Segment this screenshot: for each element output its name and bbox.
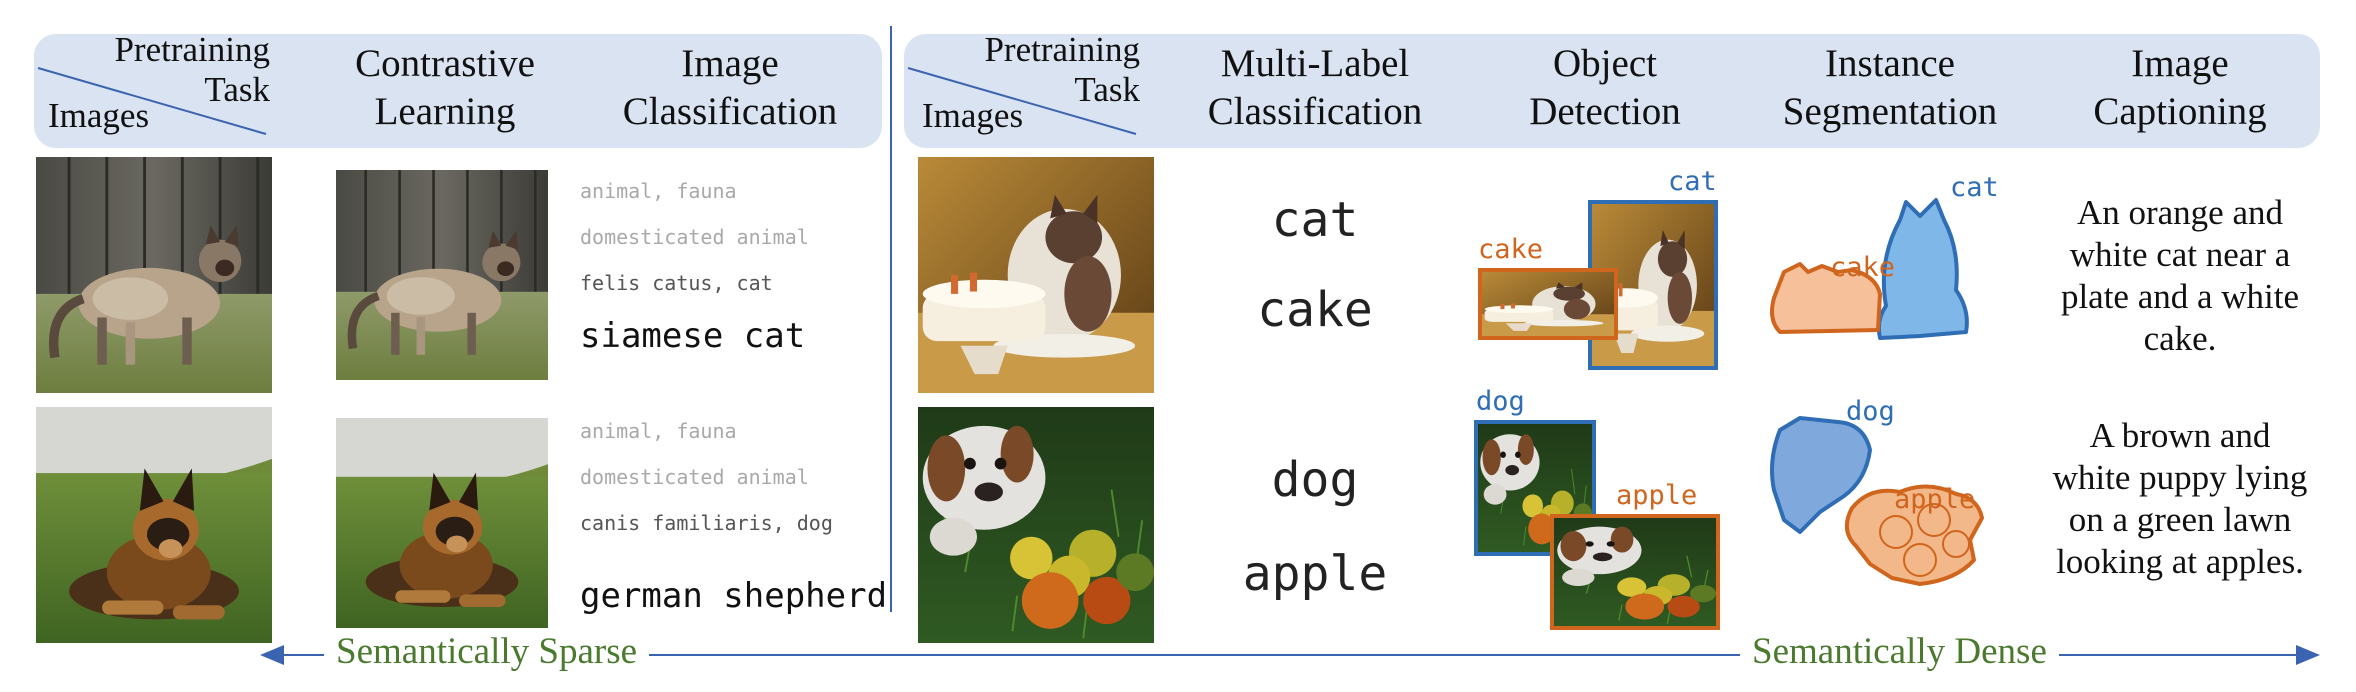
col-header-contrastive: Contrastive Learning xyxy=(355,42,535,133)
dog-hierarchy-level-1: animal, fauna xyxy=(580,419,737,443)
segmentation-apple-label: apple xyxy=(1894,484,1976,515)
detection-cake-box xyxy=(1478,268,1618,340)
cat-hierarchy-level-2: domesticated animal xyxy=(580,225,809,249)
col-header-captioning: Image Captioning xyxy=(2093,42,2267,133)
caption-dog-apple: A brown and white puppy lying on a green… xyxy=(2052,416,2308,581)
col-header-detection: Object Detection xyxy=(1529,42,1681,133)
segmentation-cat-label: cat xyxy=(1950,172,1999,203)
left-corner-images-label: Images xyxy=(48,96,150,135)
cat-image xyxy=(36,157,272,393)
multilabel-cat: cat xyxy=(1271,192,1359,248)
segmentation-cake-label: cake xyxy=(1830,252,1896,283)
detection-dog-box xyxy=(1474,420,1596,556)
cat-image-augmented xyxy=(336,170,548,380)
left-header-panel xyxy=(34,34,882,148)
segmentation-dog-mask xyxy=(1770,416,1872,534)
left-corner-task-label: Pretraining Task xyxy=(80,30,270,110)
cat-class-label: siamese cat xyxy=(580,316,806,356)
detection-apple-label: apple xyxy=(1616,480,1698,511)
panel-divider xyxy=(890,26,892,612)
axis-left-arrowhead xyxy=(260,645,284,665)
right-corner-images-label: Images xyxy=(922,96,1024,135)
cat-hierarchy-level-3: felis catus, cat xyxy=(580,271,773,295)
semantically-sparse-label: Semantically Sparse xyxy=(324,630,650,673)
detection-cat-label: cat xyxy=(1668,166,1717,197)
segmentation-cake-mask xyxy=(1770,262,1882,334)
segmentation-cat-mask xyxy=(1876,198,1969,340)
detection-cake-label: cake xyxy=(1478,234,1544,265)
multilabel-cake: cake xyxy=(1257,282,1373,338)
right-corner-diagonal xyxy=(907,67,1137,135)
dog-hierarchy-level-2: domesticated animal xyxy=(580,465,809,489)
cat-cake-image xyxy=(918,157,1154,393)
segmentation-dog-label: dog xyxy=(1846,396,1895,427)
multilabel-apple: apple xyxy=(1242,546,1388,602)
right-header-panel xyxy=(904,34,2320,148)
dog-class-label: german shepherd xyxy=(580,576,888,616)
semantically-dense-label: Semantically Dense xyxy=(1740,630,2059,673)
col-header-segmentation: Instance Segmentation xyxy=(1782,42,1998,133)
cat-hierarchy-level-1: animal, fauna xyxy=(580,179,737,203)
segmentation-masks xyxy=(1770,198,1984,586)
dog-image xyxy=(36,407,272,643)
col-header-image-classification: Image Classification xyxy=(622,42,838,133)
right-corner-task-text: Pretraining Task xyxy=(984,30,1140,109)
caption-cat-cake: An orange and white cat near a plate and… xyxy=(2060,193,2300,358)
right-corner-task-label: Pretraining Task xyxy=(950,30,1140,110)
left-corner-diagonal xyxy=(37,67,267,135)
multilabel-dog: dog xyxy=(1271,452,1359,508)
detection-apple-box xyxy=(1550,514,1720,630)
dog-hierarchy-level-3: canis familiaris, dog xyxy=(580,511,833,535)
left-corner-task-text: Pretraining Task xyxy=(114,30,270,109)
dog-apple-image xyxy=(918,407,1154,643)
detection-dog-label: dog xyxy=(1476,386,1525,417)
dog-image-augmented xyxy=(336,418,548,628)
col-header-multilabel: Multi-Label Classification xyxy=(1207,42,1423,133)
axis-right-arrowhead xyxy=(2296,645,2320,665)
